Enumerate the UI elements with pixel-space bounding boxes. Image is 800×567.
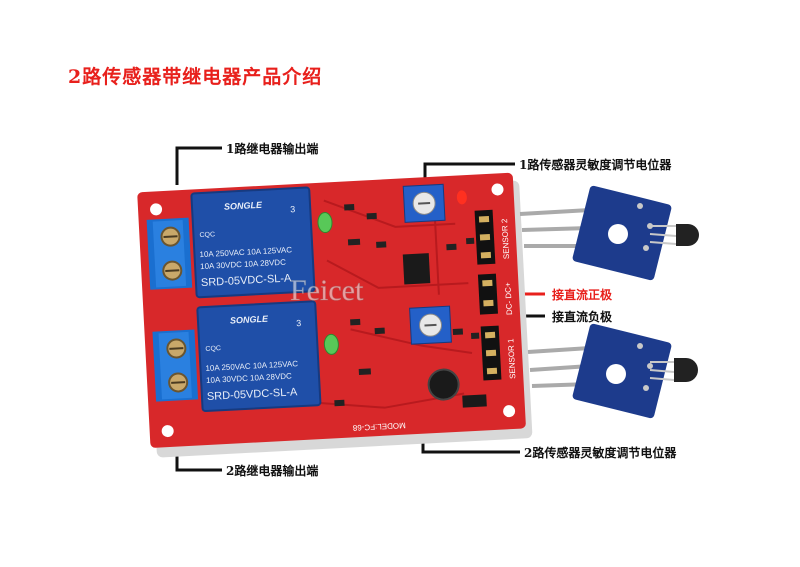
- terminal-block-2: [152, 329, 199, 402]
- relay-1: SONGLE CQC 3 10A 250VAC 10A 125VAC 10A 3…: [190, 186, 316, 299]
- mount-hole: [161, 425, 174, 438]
- relay-num: 3: [296, 318, 302, 328]
- led-green-2: [323, 333, 339, 355]
- relay-num: 3: [290, 204, 296, 214]
- label-pot1: 1路传感器灵敏度调节电位器: [519, 158, 672, 172]
- relay-2: SONGLE CQC 3 10A 250VAC 10A 125VAC 10A 3…: [196, 300, 322, 413]
- label-relay2-output: 2路继电器输出端: [226, 464, 319, 478]
- op-amp-ic: [402, 253, 431, 285]
- diode: [462, 394, 487, 408]
- dc-header: [477, 273, 498, 315]
- silk-sensor2: SENSOR 2: [500, 218, 511, 259]
- label-dc-positive: 接直流正极: [552, 288, 613, 302]
- callout-relay1: [175, 146, 222, 185]
- relay-brand: SONGLE: [230, 314, 269, 326]
- electrolytic-capacitor: [427, 368, 460, 401]
- sensor-module-1: [519, 185, 699, 281]
- led-green-1: [317, 212, 333, 234]
- sensor2-header: [474, 209, 496, 265]
- label-dc-negative: 接直流负极: [552, 310, 613, 324]
- sensor-module-2: [527, 323, 698, 419]
- mount-hole: [491, 183, 504, 196]
- watermark: Feicet: [290, 274, 364, 307]
- relay-rating-2: 10A 30VDC 10A 28VDC: [200, 258, 286, 271]
- potentiometer-2: [409, 305, 452, 345]
- relay-rating-2: 10A 30VDC 10A 28VDC: [206, 371, 292, 384]
- label-relay1-output: 1路继电器输出端: [226, 142, 319, 156]
- silk-model: MODEL:FC-68: [352, 421, 406, 433]
- mount-hole: [150, 203, 163, 216]
- relay-model: SRD-05VDC-SL-A: [207, 386, 299, 403]
- smd-components: [334, 204, 480, 407]
- led-power: [456, 190, 467, 205]
- relay-brand: SONGLE: [224, 200, 263, 212]
- potentiometer-1: [402, 183, 446, 223]
- relay-cqc: CQC: [205, 345, 221, 353]
- relay-cqc: CQC: [199, 231, 215, 239]
- page-title: 2路传感器带继电器产品介绍: [68, 66, 323, 88]
- sensor1-header: [480, 325, 502, 381]
- terminal-block-1: [146, 217, 193, 290]
- silk-sensor1: SENSOR 1: [506, 338, 517, 379]
- label-pot2: 2路传感器灵敏度调节电位器: [524, 446, 677, 460]
- mount-hole: [503, 405, 516, 418]
- silk-dc: DC- DC+: [503, 282, 514, 315]
- relay-model: SRD-05VDC-SL-A: [201, 272, 293, 289]
